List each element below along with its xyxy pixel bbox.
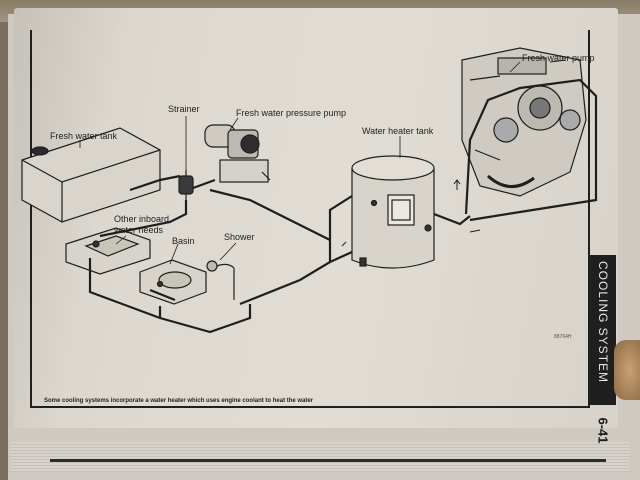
frame-bottom-border	[30, 406, 590, 408]
label-water-needs: water needs	[114, 225, 164, 235]
section-tab-title: COOLING SYSTEM	[596, 261, 610, 384]
strainer-drawing	[178, 170, 194, 200]
label-pressure-pump: Fresh water pressure pump	[236, 108, 347, 118]
fresh-water-tank-drawing	[21, 127, 161, 223]
water-heater-drawing	[351, 155, 435, 269]
label-water-heater-tank: Water heater tank	[362, 126, 434, 136]
basin-drawing	[139, 259, 207, 305]
shower-drawing	[206, 260, 235, 300]
label-shower: Shower	[224, 232, 255, 242]
label-basin: Basin	[172, 236, 195, 246]
label-fresh-water-tank: Fresh water tank	[50, 131, 118, 141]
engine-drawing	[461, 47, 587, 197]
page-bottom-rule	[50, 459, 606, 462]
label-strainer: Strainer	[168, 104, 200, 114]
section-tab	[590, 255, 616, 405]
flow-arrows	[341, 59, 567, 247]
figure-caption: Some cooling systems incorporate a water…	[44, 398, 314, 404]
sink-drawing	[65, 227, 151, 275]
frame-right-border	[588, 30, 590, 408]
page-number: 6-41	[590, 410, 616, 450]
page-edges	[10, 442, 630, 472]
label-leaders	[79, 61, 521, 265]
page-number-text: 6-41	[595, 416, 611, 444]
label-fresh-water-pump: Fresh water pump	[522, 53, 595, 63]
figure-code: 88764H	[554, 334, 572, 340]
thumb-holding-page	[614, 340, 640, 400]
water-pipes	[88, 78, 598, 334]
label-other-inboard: Other inboard	[114, 214, 170, 224]
pressure-pump-drawing	[204, 124, 271, 183]
frame-left-border	[30, 30, 32, 408]
